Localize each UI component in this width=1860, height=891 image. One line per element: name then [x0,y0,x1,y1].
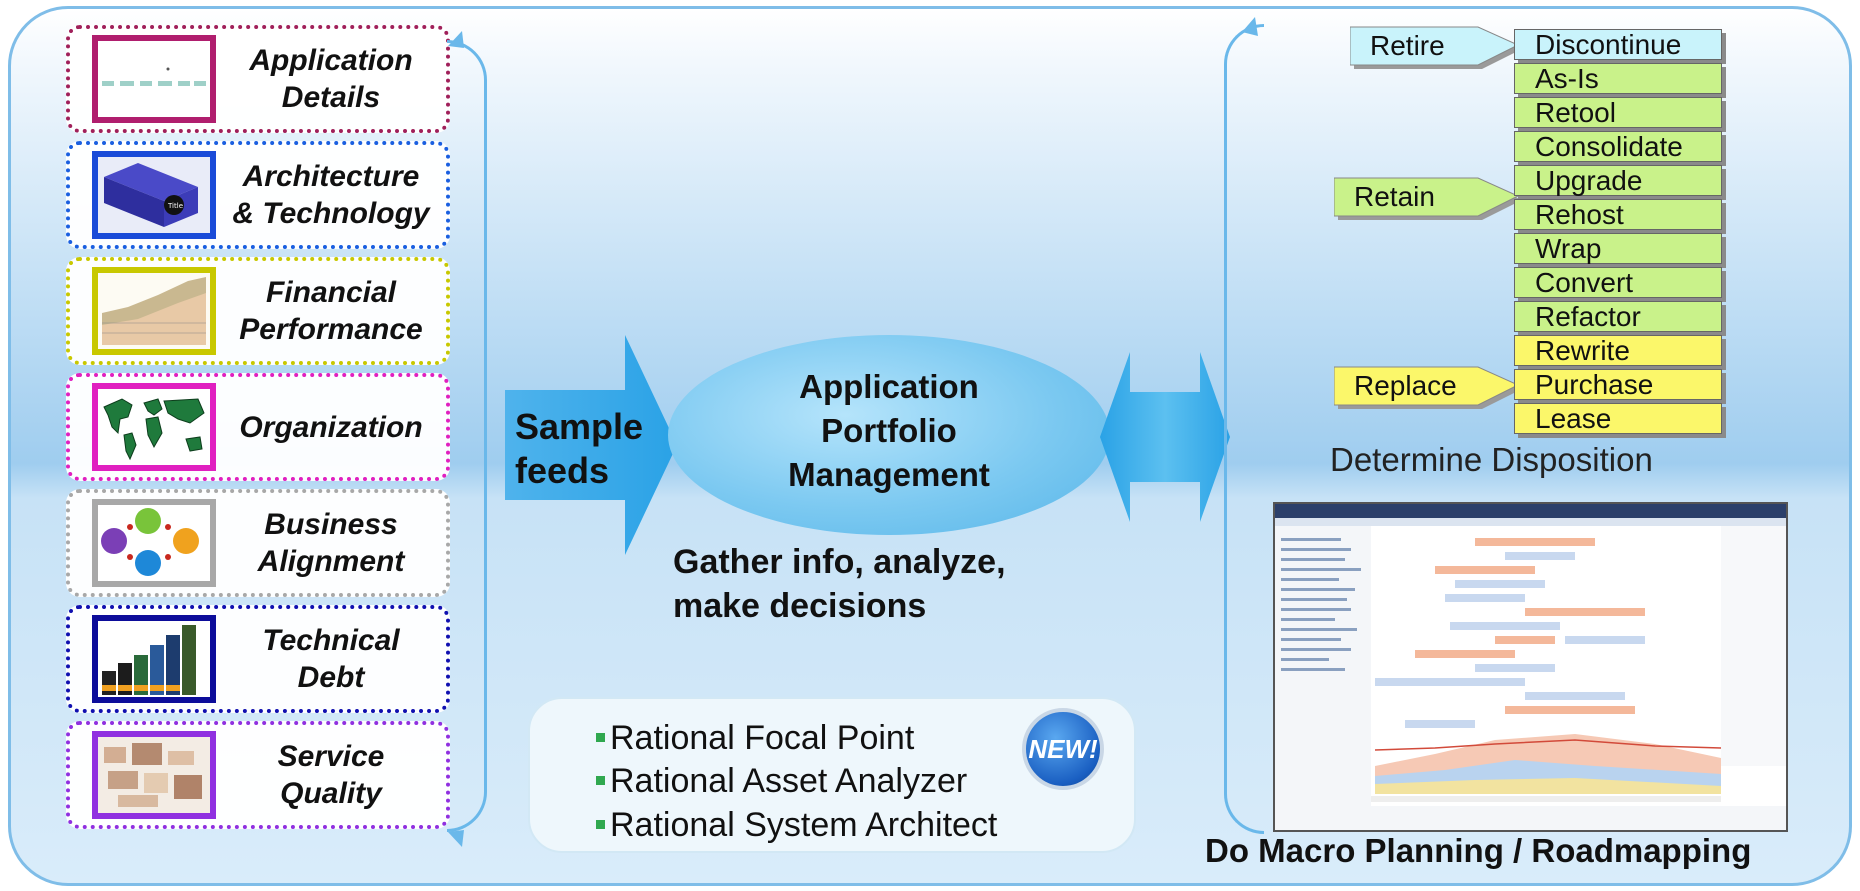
category-card: Title Architecture & Technology [66,141,450,249]
tool-label: Rational Focal Point [610,719,915,757]
gather-caption: Gather info, analyze, make decisions [673,543,1006,625]
portfolio-management-label: Application Portfolio Management [788,368,990,493]
disposition-option: Consolidate [1514,131,1722,162]
category-card: Technical Debt [66,605,450,713]
disposition-bracket [1224,24,1264,834]
bracket-bottom-arrow-icon [448,830,464,847]
tool-item: Rational System Architect [596,806,997,845]
sample-feeds-label: Sample feeds [515,406,644,491]
world-map-icon [92,383,216,471]
sample-feeds-arrow [505,335,677,555]
disposition-option: As-Is [1514,63,1722,94]
disposition-option: Convert [1514,267,1722,298]
alignment-circles-icon [92,499,216,587]
disposition-option: Retool [1514,97,1722,128]
category-label: Technical Debt [262,624,400,694]
network-diagram-icon [92,35,216,123]
category-card: Organization [66,373,450,481]
double-arrow-icon [1100,352,1230,522]
portfolio-management-ellipse [668,335,1110,535]
category-card: Application Details [66,25,450,133]
tool-item: Rational Asset Analyzer [596,762,967,801]
bullet-square-icon [596,775,605,785]
disposition-option: Upgrade [1514,165,1722,196]
category-label: Financial Performance [239,276,423,346]
disposition-tag-label: Retain [1354,181,1435,212]
right-bracket-top-arrow-icon [1242,17,1258,36]
new-badge: NEW! [1022,708,1104,790]
disposition-option: Rewrite [1514,335,1722,366]
category-label: Organization [239,410,423,444]
disposition-tag-arrow [1334,366,1522,409]
disposition-option: Wrap [1514,233,1722,264]
disposition-option: Refactor [1514,301,1722,332]
quality-heatmap-icon [92,731,216,819]
disposition-option: Rehost [1514,199,1722,230]
category-card: Financial Performance [66,257,450,365]
disposition-tag-arrow [1334,177,1522,220]
tool-label: Rational System Architect [610,806,998,844]
disposition-tag-label: Replace [1354,370,1457,401]
tool-label: Rational Asset Analyzer [610,762,968,800]
planning-heading: Do Macro Planning / Roadmapping [1205,832,1752,869]
category-label: Service Quality [277,740,385,810]
architecture-blocks-icon: Title [92,151,216,239]
disposition-option: Discontinue [1514,29,1722,60]
category-card: Business Alignment [66,489,450,597]
category-label: Architecture & Technology [232,160,430,230]
roadmap-gantt-screenshot-icon [1273,502,1788,832]
svg-text:Title: Title [167,202,183,210]
bar-buildings-icon [92,615,216,703]
category-card: Service Quality [66,721,450,829]
bullet-square-icon [596,732,605,742]
financial-chart-icon [92,267,216,355]
bracket-top-arrow-icon [448,31,464,48]
tool-item: Rational Focal Point [596,719,914,758]
disposition-heading: Determine Disposition [1330,441,1653,478]
category-label: Application Details [249,44,413,114]
disposition-option: Lease [1514,403,1722,434]
disposition-option: Purchase [1514,369,1722,400]
disposition-tag-label: Retire [1370,30,1445,61]
bullet-square-icon [596,819,605,829]
disposition-tag-arrow [1350,26,1522,69]
category-label: Business Alignment [257,508,405,578]
categories-bracket [447,40,487,832]
